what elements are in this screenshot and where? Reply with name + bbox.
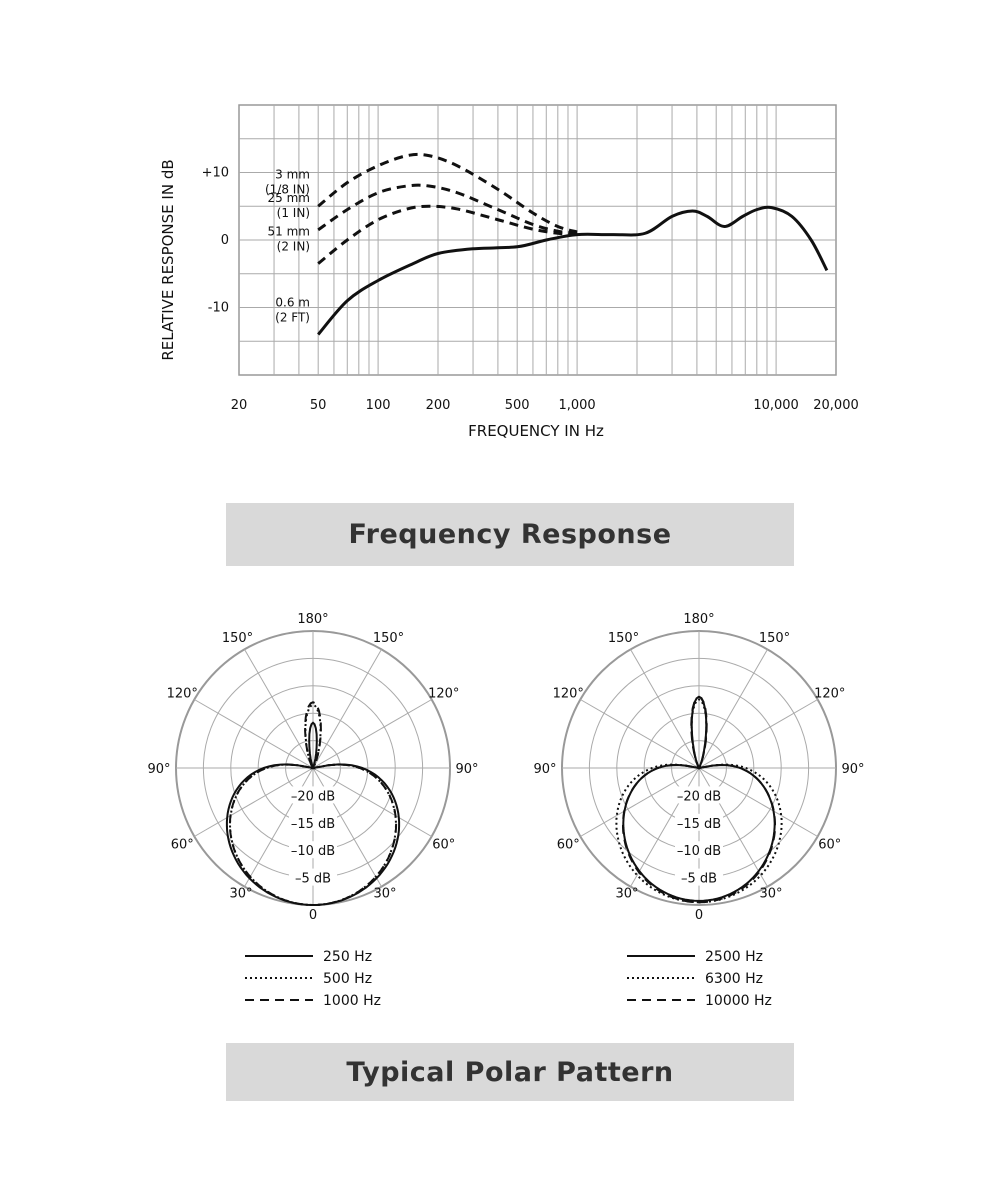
polar-pattern-banner: Typical Polar Pattern (226, 1043, 794, 1101)
fr-series-label-line1: 25 mm (268, 191, 310, 205)
polar-series-line (622, 695, 776, 904)
polar-angle-label: 150° (373, 631, 404, 646)
fr-x-tick-label: 200 (426, 398, 451, 413)
polar-ring-label-bg (675, 813, 723, 831)
fr-series-line (317, 152, 578, 234)
polar-legend-label: 10000 Hz (705, 993, 772, 1009)
polar-angle-label: 0 (309, 908, 317, 923)
fr-x-tick-label: 1,000 (558, 398, 595, 413)
fr-series-label-line1: 0.6 m (275, 296, 310, 310)
polar-angle-label: 30° (373, 887, 396, 902)
polar-angle-label: 120° (167, 687, 198, 702)
fr-series-label-line2: (1 IN) (277, 206, 310, 220)
fr-y-tick-label: 0 (221, 233, 229, 248)
polar-ring-label: –10 dB (291, 844, 335, 859)
polar-legend-label: 500 Hz (323, 971, 372, 987)
polar-ring-label: –10 dB (677, 844, 721, 859)
polar-angle-label: 30° (229, 887, 252, 902)
fr-series-label-line1: 51 mm (268, 225, 310, 239)
polar-angle-label: 60° (171, 838, 194, 853)
fr-series-line (317, 183, 578, 235)
fr-x-tick-label: 20,000 (813, 398, 859, 413)
polar-angle-label: 120° (428, 687, 459, 702)
polar-charts: 180° 150° 150° 120° 120° 90° 90° 60° 60° 30° 30° 0 –… (147, 612, 864, 1009)
polar-series-line (228, 701, 398, 907)
fr-series-label-line2: (1/8 IN) (265, 182, 310, 196)
fr-y-tick-label: +10 (202, 166, 229, 181)
polar-series-line (225, 721, 401, 907)
polar-series-line (615, 698, 783, 904)
fr-y-axis-label: RELATIVE RESPONSE IN dB (159, 159, 177, 360)
polar-angle-label: 180° (297, 612, 328, 627)
polar-angle-label: 0 (695, 908, 703, 923)
polar-angle-label: 90° (455, 762, 478, 777)
fr-x-tick-label: 20 (231, 398, 248, 413)
frequency-response-chart: 20 50 100 200 500 1,000 10,000 20,000 +10 0 -10 3 m… (159, 104, 859, 440)
polar-angle-label: 90° (533, 762, 556, 777)
polar-ring-label-bg (289, 868, 337, 886)
polar-pattern-title: Typical Polar Pattern (346, 1056, 674, 1088)
fr-series-label-line1: 3 mm (275, 167, 310, 181)
polar-angle-label: 150° (759, 631, 790, 646)
fr-x-tick-label: 50 (310, 398, 327, 413)
polar-angle-label: 60° (557, 838, 580, 853)
fr-x-tick-label: 100 (366, 398, 391, 413)
polar-legend-label: 6300 Hz (705, 971, 763, 987)
polar-ring-label: –20 dB (291, 789, 335, 804)
fr-series (317, 152, 829, 336)
polar-angle-label: 90° (841, 762, 864, 777)
polar-ring-label: –15 dB (677, 817, 721, 832)
polar-angle-label: 120° (553, 687, 584, 702)
polar-chart-left: 180° 150° 150° 120° 120° 90° 90° 60° 60° 30° 30° 0 –… (147, 612, 478, 1009)
polar-angle-label: 120° (814, 687, 845, 702)
polar-legend-label: 2500 Hz (705, 949, 763, 965)
polar-legend-label: 250 Hz (323, 949, 372, 965)
polar-ring-label: –5 dB (295, 872, 331, 887)
polar-ring-label-bg (289, 786, 337, 804)
polar-angle-label: 150° (608, 631, 639, 646)
fr-x-tick-label: 10,000 (753, 398, 799, 413)
fr-labels: 20 50 100 200 500 1,000 10,000 20,000 +10 0 -10 3 m… (202, 166, 859, 414)
polar-angle-label: 60° (818, 838, 841, 853)
polar-angle-label: 30° (759, 887, 782, 902)
fr-x-axis-label: FREQUENCY IN Hz (468, 422, 604, 440)
fr-series-line (317, 204, 578, 265)
fr-x-tick-label: 500 (505, 398, 530, 413)
polar-ring-label: –15 dB (291, 817, 335, 832)
fr-y-tick-label: -10 (208, 301, 229, 316)
frequency-response-banner: Frequency Response (226, 503, 794, 566)
polar-angle-label: 180° (683, 612, 714, 627)
fr-series-line (317, 205, 829, 336)
polar-ring-label: –5 dB (681, 872, 717, 887)
fr-series-label-line2: (2 IN) (277, 240, 310, 254)
polar-angle-label: 150° (222, 631, 253, 646)
polar-chart-right: 180° 150° 150° 120° 120° 90° 90° 60° 60° 30° 30° 0 –… (533, 612, 864, 1009)
polar-ring-label-bg (675, 868, 723, 886)
fr-series-label-line2: (2 FT) (275, 311, 310, 325)
polar-angle-label: 30° (615, 887, 638, 902)
frequency-response-title: Frequency Response (348, 519, 672, 550)
polar-angle-label: 90° (147, 762, 170, 777)
fr-grid (238, 104, 837, 376)
polar-legend-label: 1000 Hz (323, 993, 381, 1009)
polar-ring-label-bg (675, 786, 723, 804)
polar-ring-label-bg (289, 841, 337, 859)
polar-ring-label: –20 dB (677, 789, 721, 804)
polar-angle-label: 60° (432, 838, 455, 853)
polar-ring-label-bg (675, 841, 723, 859)
polar-ring-label-bg (289, 813, 337, 831)
